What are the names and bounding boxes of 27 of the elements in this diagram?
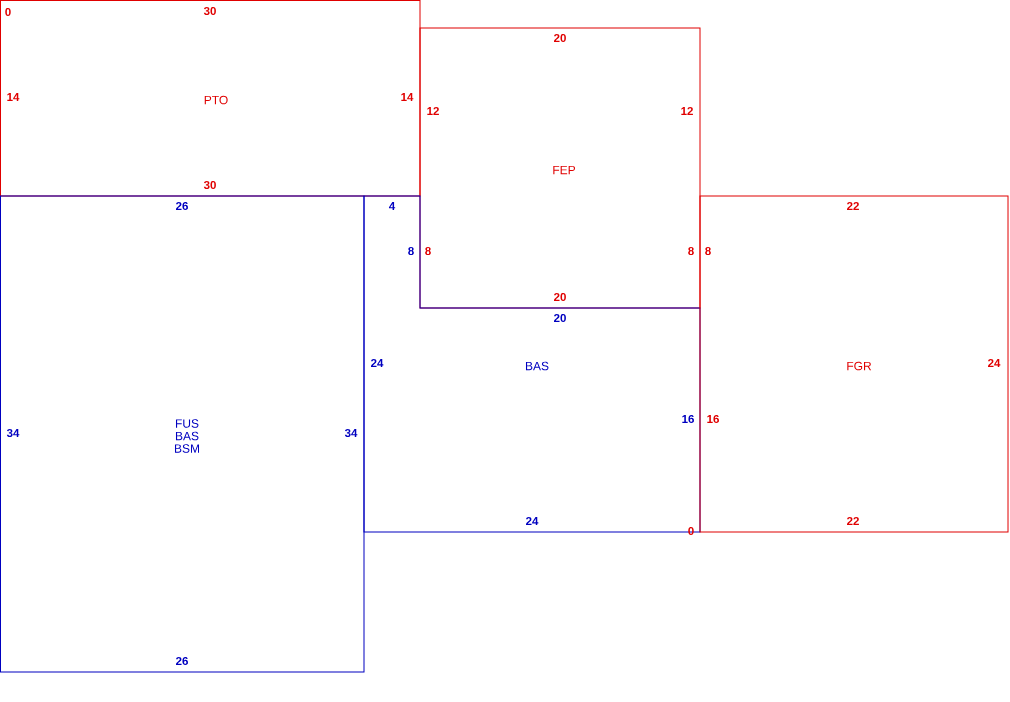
dimension-label: 4 bbox=[389, 202, 396, 210]
dimension-label: 22 bbox=[847, 202, 859, 210]
dimension-label: 30 bbox=[203, 6, 216, 16]
dimension-label: 14 bbox=[401, 93, 414, 101]
dimension-label: 12 bbox=[681, 107, 693, 115]
dimension-label: 20 bbox=[554, 33, 566, 43]
dimension-label: 20 bbox=[554, 313, 566, 323]
dimension-label: 24 bbox=[988, 359, 1001, 367]
dimension-label: 30 bbox=[203, 180, 216, 190]
dimension-label: 34 bbox=[6, 428, 20, 438]
dimension-label: 0 bbox=[5, 7, 11, 17]
dimension-label: 24 bbox=[371, 359, 384, 367]
dimension-label: 26 bbox=[176, 656, 188, 666]
dimension-label: 14 bbox=[7, 93, 20, 101]
dimension-label: 26 bbox=[176, 201, 188, 211]
dimension-label: 16 bbox=[682, 414, 694, 424]
dimension-label: 8 bbox=[705, 246, 711, 256]
dimension-label: 24 bbox=[526, 517, 539, 525]
dimension-label: 20 bbox=[554, 292, 566, 302]
dimension-label: 8 bbox=[408, 246, 414, 256]
dimension-label: 34 bbox=[344, 428, 358, 438]
dimension-label: 16 bbox=[707, 414, 719, 424]
dimension-label: 22 bbox=[847, 517, 859, 525]
dimension-label: 0 bbox=[688, 526, 694, 536]
dimension-label: 12 bbox=[427, 107, 439, 115]
dimension-label: 8 bbox=[425, 246, 431, 256]
dimension-label: 8 bbox=[688, 246, 694, 256]
